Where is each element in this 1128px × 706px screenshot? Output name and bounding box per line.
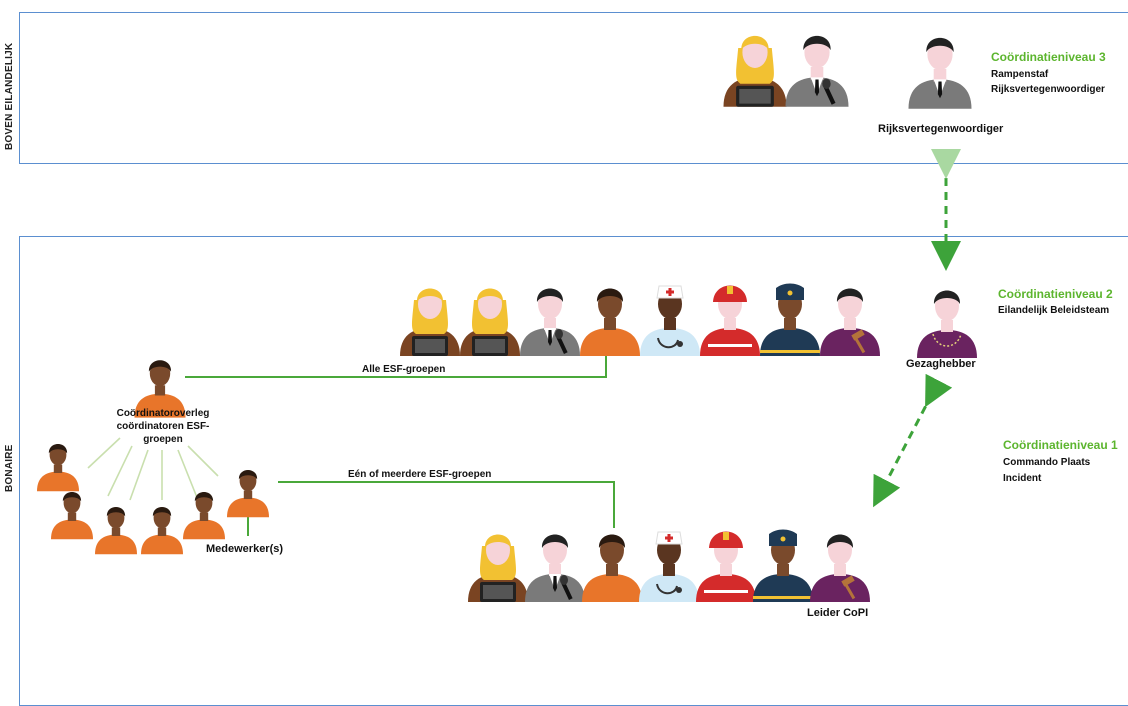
level1-line1: Commando Plaats bbox=[1003, 457, 1091, 468]
orange-person-icon bbox=[37, 443, 79, 492]
suit-person-icon bbox=[908, 37, 972, 109]
coordinatoroverleg-line2: coördinatoren ESF- bbox=[116, 421, 210, 432]
coordinatoroverleg-line1: Coördinatoroverleg bbox=[116, 408, 210, 419]
orange-person-icon bbox=[227, 469, 269, 518]
police-person-icon bbox=[753, 529, 813, 602]
blonde-laptop-person-icon bbox=[468, 534, 528, 602]
rijksvertegenwoordiger-label: Rijksvertegenwoordiger bbox=[878, 123, 1004, 135]
level3-line2: Rijksvertegenwoordiger bbox=[991, 84, 1105, 95]
line-een-of-meerdere bbox=[278, 481, 615, 528]
purple-gavel-person-icon bbox=[820, 288, 880, 356]
blonde-laptop-person-icon bbox=[400, 288, 460, 356]
blonde-laptop-person-icon bbox=[723, 35, 787, 107]
level2-line1: Eilandelijk Beleidsteam bbox=[998, 305, 1110, 316]
orange-person-icon bbox=[51, 491, 93, 540]
purple-chain-person-icon bbox=[917, 290, 977, 358]
level3-line1: Rampenstaf bbox=[991, 69, 1049, 80]
level3-title: Coördinatieniveau 3 bbox=[991, 50, 1106, 64]
firefighter-person-icon bbox=[700, 285, 760, 356]
firefighter-person-icon bbox=[696, 531, 756, 602]
level2-title: Coördinatieniveau 2 bbox=[998, 287, 1113, 301]
gezaghebber-label: Gezaghebber bbox=[906, 358, 976, 370]
level1-title: Coördinatieniveau 1 bbox=[1003, 438, 1118, 452]
een-of-meerdere-label: Eén of meerdere ESF-groepen bbox=[348, 469, 492, 480]
blonde-laptop-person-icon bbox=[460, 288, 520, 356]
police-person-icon bbox=[760, 283, 820, 356]
orange-person-icon bbox=[95, 506, 137, 555]
medewerkers-label: Medewerker(s) bbox=[206, 543, 284, 555]
level1-line2: Incident bbox=[1003, 473, 1042, 484]
medic-person-icon bbox=[640, 285, 700, 356]
dashed-arrows bbox=[873, 149, 961, 508]
arrow-gezaghebber-copi bbox=[873, 373, 953, 508]
suit-mic-person-icon bbox=[525, 534, 585, 602]
line-alle-esf bbox=[185, 352, 607, 378]
diagram-canvas bbox=[37, 35, 977, 602]
coordinatoroverleg-line3: groepen bbox=[143, 434, 183, 445]
orange-person-icon bbox=[183, 491, 225, 540]
suit-mic-person-icon bbox=[520, 288, 580, 356]
tree-lines bbox=[87, 437, 219, 501]
orange-person-icon bbox=[134, 360, 186, 418]
medic-person-icon bbox=[639, 531, 699, 602]
suit-mic-person-icon bbox=[785, 35, 849, 107]
orange-person-icon bbox=[580, 288, 640, 356]
connector-lines bbox=[185, 352, 615, 536]
panel-boven-eilandelijk bbox=[19, 12, 1128, 164]
alle-esf-label: Alle ESF-groepen bbox=[362, 364, 446, 375]
orange-person-icon bbox=[141, 506, 183, 555]
leider-copi-label: Leider CoPI bbox=[807, 607, 869, 619]
orange-person-icon bbox=[582, 534, 642, 602]
purple-gavel-person-icon bbox=[810, 534, 870, 602]
